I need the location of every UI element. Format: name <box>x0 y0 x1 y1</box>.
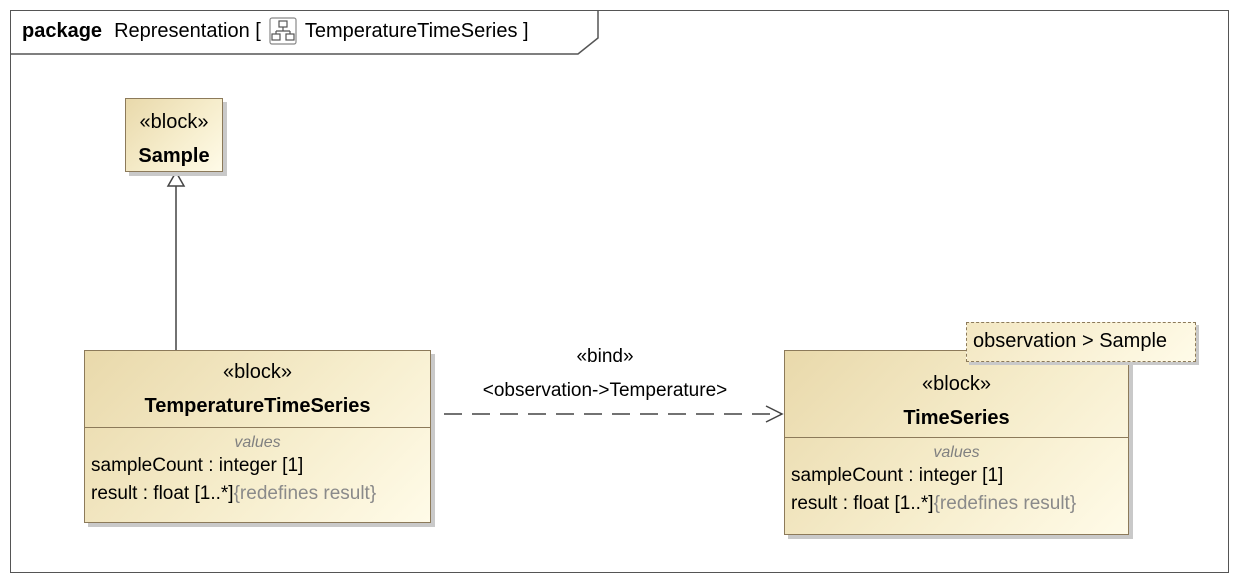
property-result[interactable]: result : float [1..*]{redefines result} <box>785 490 1128 518</box>
property-text: result : float [1..*] <box>791 493 934 514</box>
block-sample-header: «block» Sample <box>126 99 222 173</box>
block-ts-header: «block» TimeSeries <box>785 351 1128 437</box>
frame-tab: package Representation [ TemperatureTime… <box>10 10 610 54</box>
block-stereotype: «block» <box>922 373 991 395</box>
block-name: TemperatureTimeSeries <box>144 395 371 417</box>
values-compartment: values sampleCount : integer [1] result … <box>85 427 430 508</box>
property-constraint: {redefines result} <box>933 493 1077 514</box>
compartment-label: values <box>933 444 980 461</box>
block-name: TimeSeries <box>903 407 1010 429</box>
bind-arrowhead <box>765 405 784 423</box>
frame-tab-outline <box>10 10 599 55</box>
block-sample[interactable]: «block» Sample <box>125 98 223 172</box>
values-compartment: values sampleCount : integer [1] result … <box>785 437 1128 518</box>
property-result[interactable]: result : float [1..*]{redefines result} <box>85 480 430 508</box>
bind-stereotype-label: «bind» <box>576 346 634 367</box>
compartment-label: values <box>234 434 281 451</box>
property-constraint: {redefines result} <box>233 483 377 504</box>
template-binding-box[interactable]: observation > Sample <box>966 322 1196 362</box>
bind-binding-label: <observation->Temperature> <box>482 380 728 401</box>
property-sample-count[interactable]: sampleCount : integer [1] <box>85 452 430 480</box>
property-text: sampleCount : integer [1] <box>791 465 1004 486</box>
block-stereotype: «block» <box>139 111 209 133</box>
frame-package-name: Representation [ <box>114 19 261 42</box>
block-name: Sample <box>138 145 210 167</box>
diagram-frame <box>10 10 1229 573</box>
frame-diagram-name: TemperatureTimeSeries ] <box>304 19 529 42</box>
block-stereotype: «block» <box>223 361 292 383</box>
property-text: result : float [1..*] <box>91 483 234 504</box>
property-sample-count[interactable]: sampleCount : integer [1] <box>785 462 1128 490</box>
frame-keyword: package <box>22 19 103 42</box>
frame-title: package Representation [ TemperatureTime… <box>22 17 529 45</box>
property-text: sampleCount : integer [1] <box>91 455 304 476</box>
generalization-arrowhead <box>166 170 186 187</box>
block-tts-header: «block» TemperatureTimeSeries <box>85 351 430 427</box>
block-time-series[interactable]: «block» TimeSeries values sampleCount : … <box>784 350 1129 535</box>
bdd-diagram-icon <box>269 17 297 45</box>
block-temperature-time-series[interactable]: «block» TemperatureTimeSeries values sam… <box>84 350 431 523</box>
